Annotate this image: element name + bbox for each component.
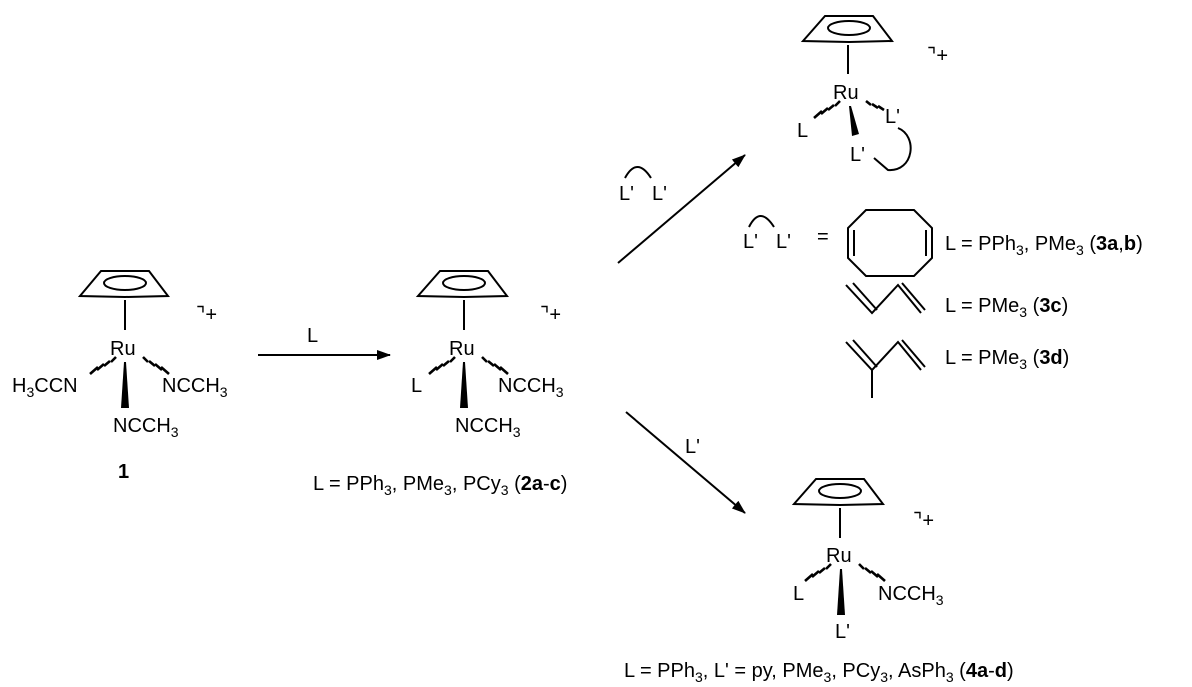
reagent-right: L' (652, 183, 667, 205)
wedge-bond (849, 106, 859, 136)
def-row-1: L = PPh3, PMe3 (3a,b) (945, 233, 1143, 258)
compound-number: 1 (118, 461, 129, 483)
reaction-arrow-up: L' L' (617, 154, 746, 264)
def-lhs-right: L' (776, 231, 791, 253)
wedge-bond (837, 569, 845, 615)
ligand-left-label: L (411, 375, 422, 397)
ligand-right-label: NCCH3 (162, 375, 228, 400)
def-lhs-left: L' (743, 231, 758, 253)
arrow-line (617, 154, 746, 264)
arrow-line (625, 411, 746, 514)
chelate-arc-icon (748, 215, 775, 228)
ligand-bottom-label: NCCH3 (113, 415, 179, 440)
def-equals: = (817, 226, 829, 248)
charge-bracket: ⌝+ (913, 510, 934, 532)
compound-4-caption: L = PPh3, L' = py, PMe3, PCy3, AsPh3 (4a… (624, 660, 1014, 685)
ligand-bottom-label: L' (835, 621, 850, 643)
def-row-2: L = PMe3 (3c) (945, 295, 1068, 320)
arrow-reagent: L' (685, 436, 700, 458)
arrow-reagent: L (307, 325, 318, 347)
charge-bracket: ⌝+ (540, 304, 561, 326)
compound-2-caption: L = PPh3, PMe3, PCy3 (2a-c) (313, 473, 567, 498)
cp-ring-icon (800, 15, 894, 44)
hashed-bond-right (858, 563, 886, 582)
hashed-bond-right (481, 356, 509, 375)
chelate-arc-icon (624, 166, 652, 179)
ligand-left-label: H3CCN (12, 375, 78, 400)
charge-bracket: ⌝+ (196, 304, 217, 326)
metal-label: Ru (110, 338, 136, 360)
ligand-right-label: L' (885, 106, 900, 128)
cyclooctadiene-icon (847, 209, 933, 277)
hashed-bond-left (89, 356, 117, 375)
hashed-bond-right (865, 99, 885, 112)
compound-3: Ru ⌝+ L L' L' (797, 15, 948, 172)
hashed-bond-right (142, 356, 170, 375)
reaction-arrow-down: L' (625, 411, 746, 514)
ligand-left-label: L (793, 583, 804, 605)
charge-bracket: ⌝+ (927, 45, 948, 67)
hashed-bond-left (813, 100, 841, 119)
def-row-3: L = PMe3 (3d) (945, 347, 1069, 372)
hashed-bond-left (428, 356, 456, 375)
reaction-arrow-1: L (258, 325, 391, 360)
compound-4: Ru ⌝+ L NCCH3 L' L = PPh3, L' = py, PMe3… (624, 478, 1014, 685)
metal-label: Ru (449, 338, 475, 360)
cp-ring-icon (415, 270, 509, 299)
butadiene-icon (845, 282, 926, 315)
wedge-bond (121, 362, 129, 408)
ligand-bottom-label: NCCH3 (455, 415, 521, 440)
ligand-bottom-label: L' (850, 144, 865, 166)
metal-label: Ru (833, 82, 859, 104)
chelate-ring-icon (873, 127, 912, 172)
compound-1: Ru ⌝+ H3CCN NCCH3 NCCH3 1 (12, 270, 228, 483)
cp-ring-icon (791, 478, 885, 507)
ligand-left-label: L (797, 120, 808, 142)
wedge-bond (460, 362, 468, 408)
metal-label: Ru (826, 545, 852, 567)
cp-ring-icon (77, 270, 170, 299)
isoprene-icon (845, 339, 926, 398)
hashed-bond-left (804, 563, 832, 582)
ligand-right-label: NCCH3 (498, 375, 564, 400)
ligand-definition: L' L' = L = PPh3, PMe3 (3a,b) L = PMe3 (… (743, 209, 1143, 398)
ligand-right-label: NCCH3 (878, 583, 944, 608)
reagent-left: L' (619, 183, 634, 205)
compound-2: Ru ⌝+ L NCCH3 NCCH3 L = PPh3, PMe3, PCy3… (313, 270, 567, 498)
